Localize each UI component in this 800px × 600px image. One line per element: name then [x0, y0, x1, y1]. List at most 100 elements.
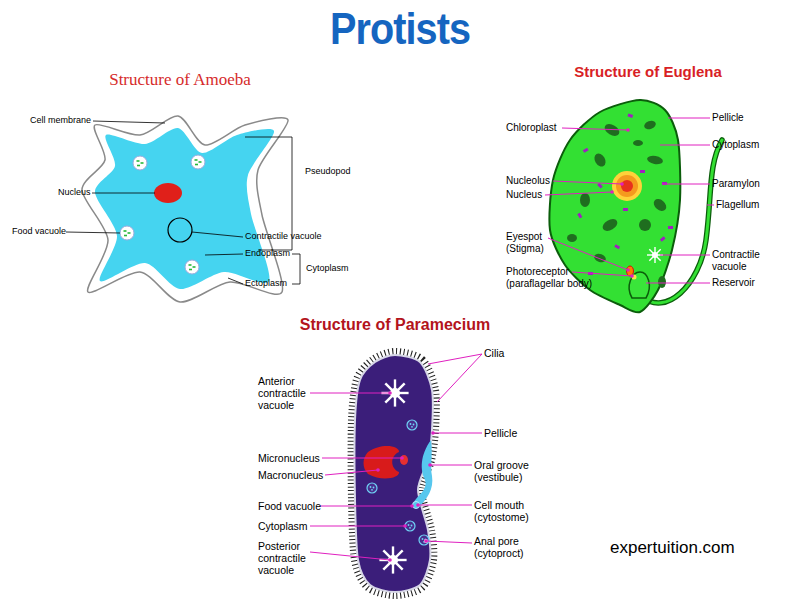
- leader-line: [93, 121, 165, 123]
- leader-dot: [620, 182, 624, 186]
- amoeba-leaders: [66, 121, 300, 284]
- part-label: Eyespot (Stigma): [506, 231, 561, 254]
- chloroplast: [639, 219, 651, 231]
- amoeba-food-vacuole: [191, 155, 205, 169]
- oral-groove: [414, 440, 432, 507]
- leader-dot: [626, 128, 630, 132]
- euglena-nucleus: [616, 175, 638, 197]
- leader-line: [310, 552, 390, 560]
- leader-line: [660, 255, 710, 256]
- part-label: Flagellum: [716, 199, 759, 211]
- part-label: Macronucleus: [258, 469, 323, 481]
- section-heading: Structure of Amoeba: [109, 70, 251, 90]
- macronucleus: [364, 446, 400, 479]
- euglena-nucleus-rim: [612, 171, 642, 201]
- part-label: Cell membrane: [30, 115, 91, 125]
- leader-line: [668, 118, 710, 119]
- section-heading: Structure of Paramecium: [300, 316, 490, 334]
- leader-line: [660, 145, 710, 146]
- leader-line: [228, 278, 243, 284]
- chloroplasts: [567, 119, 669, 288]
- leader-line: [66, 232, 120, 233]
- leader-line: [310, 393, 390, 394]
- part-label: Cytoplasm: [306, 263, 349, 273]
- paramylon-grains: [577, 113, 673, 275]
- leader-dot: [400, 456, 404, 460]
- amoeba-food-vacuole: [185, 260, 199, 274]
- leader-line: [572, 272, 632, 276]
- leader-dot: [428, 463, 432, 467]
- part-label: Oral groove (vestibule): [474, 459, 544, 483]
- part-label: Nucleus: [506, 189, 542, 201]
- leader-line: [426, 541, 472, 543]
- leader-line: [92, 193, 155, 194]
- part-label: Micronucleus: [258, 452, 320, 464]
- watermark: expertuition.com: [610, 538, 735, 558]
- amoeba-ectoplasm: [82, 116, 288, 302]
- amoeba-food-vacuole: [133, 156, 147, 170]
- leader-line: [646, 283, 710, 284]
- euglena-leaders: [545, 118, 714, 283]
- leader-line: [553, 181, 622, 184]
- part-label: Pellicle: [712, 112, 744, 124]
- paramecium-leaders: [310, 354, 482, 560]
- chloroplast: [580, 193, 590, 207]
- paramylon-grain: [623, 208, 628, 211]
- part-label: Cilia: [484, 347, 504, 359]
- part-label: Cell mouth (cytostome): [474, 499, 546, 523]
- amoeba-food-vacuole: [120, 226, 134, 240]
- leader-line: [562, 128, 628, 130]
- micronucleus: [400, 455, 408, 465]
- chloroplast: [567, 234, 577, 242]
- bracket: [292, 254, 300, 284]
- part-label: Nucleus: [58, 187, 91, 197]
- amoeba-endoplasm: [95, 128, 274, 289]
- part-label: Chloroplast: [506, 122, 557, 134]
- part-label: Endoplasm: [245, 248, 290, 258]
- part-label: Reservoir: [712, 277, 755, 289]
- leader-dot: [388, 391, 392, 395]
- amoeba-contractile-vacuole: [168, 218, 192, 242]
- leader-dots: [376, 128, 634, 562]
- part-label: Pellicle: [484, 427, 517, 439]
- leader-line: [545, 192, 612, 195]
- leader-dot: [431, 431, 435, 435]
- cytostome: [413, 502, 420, 509]
- chloroplast: [643, 119, 657, 131]
- euglena-nucleolus: [621, 180, 633, 192]
- paramylon-grain: [597, 183, 603, 189]
- paramecium-food-vacuole: [367, 483, 377, 493]
- leader-dot: [626, 268, 630, 272]
- leader-line: [662, 184, 710, 185]
- chloroplast: [658, 276, 666, 288]
- leader-line: [548, 238, 628, 270]
- chloroplast: [651, 197, 668, 214]
- leader-line: [433, 433, 482, 434]
- posterior-contractile-vacuole: [379, 546, 406, 573]
- part-label: Anterior contractile vacuole: [258, 375, 316, 411]
- part-label: Cytoplasm: [258, 520, 308, 532]
- chloroplast: [633, 140, 643, 146]
- leader-line: [437, 354, 482, 402]
- leader-line: [322, 458, 402, 459]
- paramylon-grain: [627, 113, 633, 118]
- leader-line: [205, 254, 243, 255]
- paramylon-grain: [660, 236, 666, 242]
- part-label: Paramylon: [712, 178, 760, 190]
- part-label: Anal pore (cytoproct): [474, 535, 542, 559]
- part-label: Pseudopod: [305, 166, 351, 176]
- leader-dot: [403, 524, 407, 528]
- euglena-reservoir: [629, 272, 649, 298]
- part-label: Food vacuole: [12, 226, 66, 236]
- amoeba-nucleus: [154, 183, 182, 203]
- leader-dot: [416, 503, 420, 507]
- chloroplast: [592, 151, 608, 168]
- paramylon-grain: [668, 226, 673, 229]
- leader-dot: [410, 504, 414, 508]
- leader-line: [320, 506, 412, 507]
- leader-line: [707, 205, 714, 206]
- part-label: Photoreceptor (paraflagellar body): [506, 266, 606, 289]
- paramecium-food-vacuole: [407, 420, 417, 430]
- paramecium-body: [355, 355, 433, 592]
